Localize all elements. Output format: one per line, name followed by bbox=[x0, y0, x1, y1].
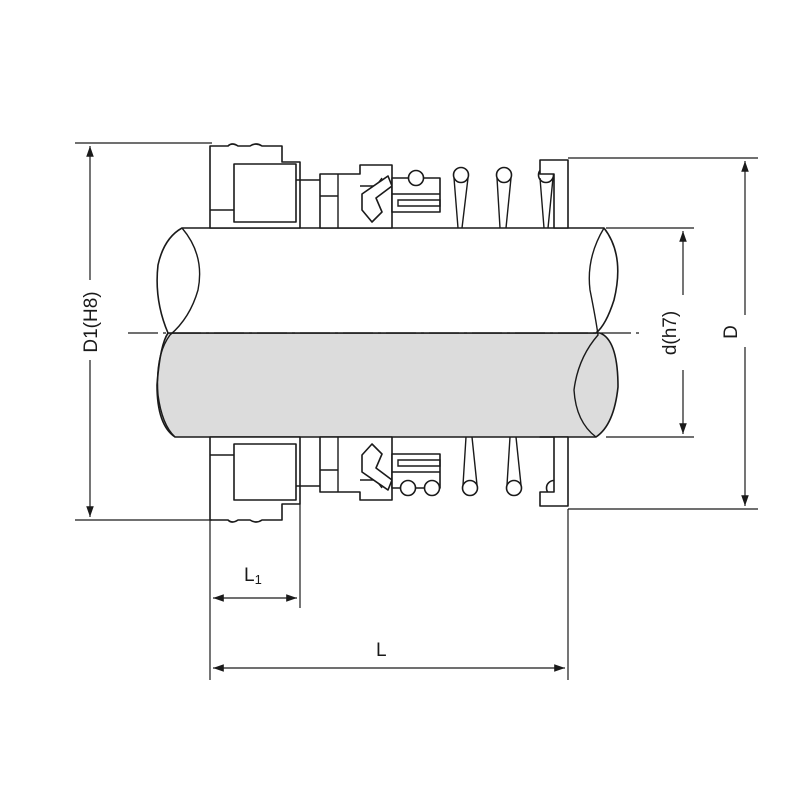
wedge-ring-top bbox=[361, 175, 393, 223]
wedge-ring-bottom bbox=[361, 443, 393, 491]
label-d-outer: D bbox=[721, 325, 742, 339]
dimension-d-outer: D bbox=[568, 157, 758, 510]
spring-coil-top-2 bbox=[452, 166, 470, 184]
seal-bottom-half bbox=[209, 436, 569, 523]
shaft bbox=[128, 227, 640, 438]
spring-coil-top-3 bbox=[495, 166, 513, 184]
spring-coil-top-1 bbox=[407, 169, 425, 187]
dimension-d1: D1(H8) bbox=[72, 142, 212, 521]
dimension-l: L bbox=[213, 509, 569, 680]
spring-seat-bottom bbox=[539, 436, 569, 507]
dimension-l1: L1 bbox=[209, 504, 301, 680]
spring-coil-bottom-1 bbox=[399, 479, 417, 497]
dimension-d-shaft: d(h7) bbox=[606, 227, 694, 438]
spring-coil-bottom-3 bbox=[461, 479, 479, 497]
label-l: L bbox=[376, 640, 387, 661]
label-d-h7: d(h7) bbox=[660, 311, 681, 355]
seal-top-half bbox=[209, 143, 569, 229]
spring-coil-bottom-2 bbox=[423, 479, 441, 497]
shaft-break-left bbox=[156, 227, 201, 438]
spring-seat-top bbox=[539, 159, 569, 229]
seat-block-top bbox=[233, 163, 297, 223]
label-l1: L1 bbox=[244, 565, 262, 587]
spring-coil-bottom-4 bbox=[505, 479, 523, 497]
shaft-lower-half bbox=[156, 332, 619, 438]
seat-block-bottom bbox=[233, 443, 297, 501]
rotating-face-bottom bbox=[319, 436, 393, 501]
shaft-upper-half bbox=[156, 227, 619, 334]
label-d1-h8: D1(H8) bbox=[81, 291, 102, 352]
shaft-break-right bbox=[573, 227, 605, 438]
